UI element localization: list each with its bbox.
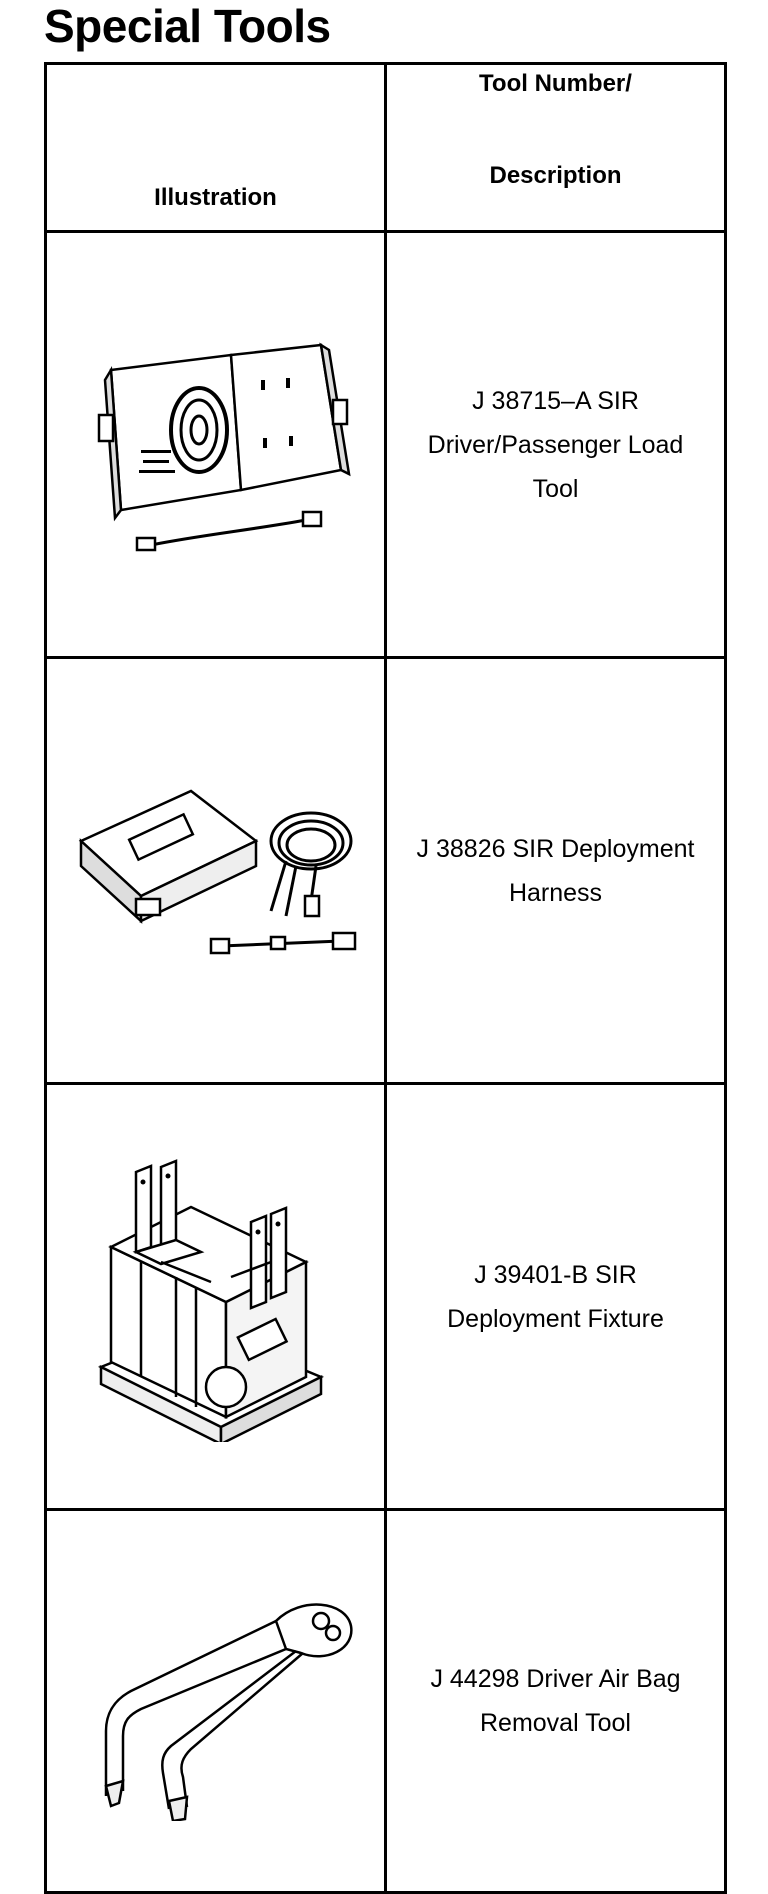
deployment-harness-icon <box>78 789 356 954</box>
table-header-row: Illustration Tool Number/Description <box>44 62 727 233</box>
table-row: J 44298 Driver Air Bag Removal Tool <box>44 1508 727 1894</box>
tool-description: J 38826 SIR Deployment Harness <box>416 834 695 907</box>
header-tool-number-label: Tool Number/Description <box>387 65 724 230</box>
header-illustration-label: Illustration <box>154 184 277 211</box>
description-cell: J 44298 Driver Air Bag Removal Tool <box>384 1508 727 1894</box>
header-tool-number: Tool Number/Description <box>384 62 727 233</box>
description-cell: J 38826 SIR Deployment Harness <box>384 656 727 1085</box>
special-tools-table: Illustration Tool Number/Description <box>44 62 727 1894</box>
header-tool-line2: Description <box>489 162 622 189</box>
air-bag-removal-tool-icon <box>103 1603 352 1821</box>
illustration-cell <box>44 1082 387 1511</box>
illustration-cell <box>44 656 387 1085</box>
load-tool-case-icon <box>97 341 351 551</box>
description-cell: J 38715–A SIR Driver/Passenger Load Tool <box>384 230 727 659</box>
illustration-cell <box>44 1508 387 1894</box>
header-illustration: Illustration <box>44 62 387 233</box>
tool-description: J 39401-B SIR Deployment Fixture <box>447 1260 664 1333</box>
deployment-fixture-icon <box>97 1158 324 1442</box>
tool-description: J 38715–A SIR Driver/Passenger Load Tool <box>427 386 684 503</box>
table-row: J 39401-B SIR Deployment Fixture <box>44 1082 727 1511</box>
table-row: J 38826 SIR Deployment Harness <box>44 656 727 1085</box>
table-row: J 38715–A SIR Driver/Passenger Load Tool <box>44 230 727 659</box>
header-tool-line1: Tool Number/ <box>479 70 632 97</box>
page-title: Special Tools <box>44 0 331 52</box>
description-cell: J 39401-B SIR Deployment Fixture <box>384 1082 727 1511</box>
tool-description: J 44298 Driver Air Bag Removal Tool <box>430 1665 681 1737</box>
illustration-cell <box>44 230 387 659</box>
